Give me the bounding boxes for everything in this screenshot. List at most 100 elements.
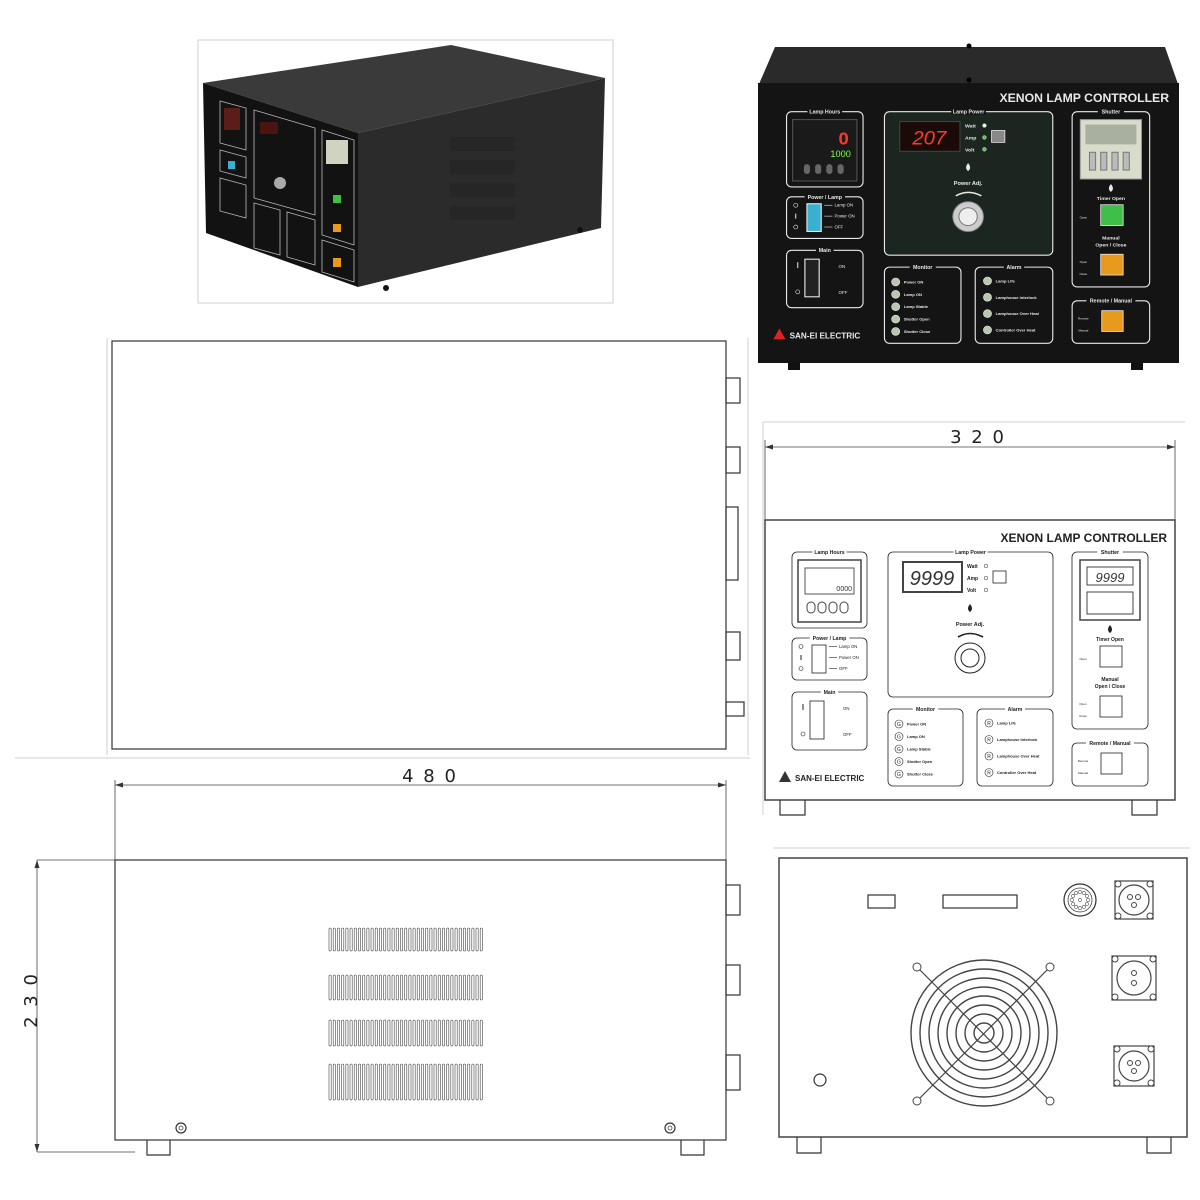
vent-slot — [408, 974, 412, 1001]
fan-guard-ring — [928, 977, 1040, 1089]
vent-slot — [437, 1019, 441, 1047]
power-lamp-group-label: Power / Lamp — [813, 636, 847, 642]
vent-slot — [442, 1019, 445, 1047]
side-view-outline — [114, 859, 727, 1141]
monitor-item-label: Power ON — [907, 722, 926, 727]
vent-slot — [366, 927, 370, 952]
hour-meter — [792, 119, 858, 182]
alarm-led — [984, 718, 994, 728]
vent-slot — [374, 1063, 378, 1101]
vent-slot — [479, 1019, 483, 1047]
vent-slot — [358, 1063, 361, 1101]
timer-open-label: Timer Open — [1096, 637, 1124, 643]
drop-icon — [1108, 183, 1113, 192]
foot — [1131, 800, 1158, 816]
vent-slot — [425, 1019, 429, 1047]
monitor-item-label: Shutter Open — [907, 759, 933, 764]
connector-pin — [1082, 891, 1086, 895]
power-lamp-group-label-bg — [809, 635, 850, 641]
mode-label: Volt — [965, 147, 975, 153]
hour-meter-key — [826, 164, 833, 175]
lamp-hours-group-label-bg — [807, 108, 843, 115]
socket-body — [1118, 884, 1150, 916]
vent-slot — [463, 1063, 466, 1101]
socket-screw-hole — [1113, 1045, 1121, 1053]
vent-slot — [400, 1019, 403, 1047]
led-color-letter: R — [987, 738, 991, 744]
round-multi-pin-connector — [1063, 883, 1097, 917]
vent-slot — [421, 1019, 424, 1047]
vent-slot — [450, 1019, 454, 1047]
hour-meter-lcd — [804, 567, 855, 595]
connector-pin — [1071, 902, 1075, 906]
socket-pin — [1127, 894, 1133, 900]
drop-icon — [968, 604, 972, 612]
vent-slot — [442, 927, 445, 952]
power-lamp-group-label: Power / Lamp — [808, 195, 842, 201]
vent-slot — [458, 927, 462, 952]
vent-slot — [353, 974, 357, 1001]
hour-meter-key — [803, 164, 810, 175]
hour-meter-key — [828, 601, 838, 614]
remote-manual-button — [1100, 752, 1123, 775]
shutter-timer — [1079, 559, 1141, 621]
vent-slot — [332, 927, 336, 952]
alarm-item-label: Lamp Life — [997, 721, 1017, 726]
vent-slot — [345, 974, 349, 1001]
vent-slot — [341, 974, 345, 1001]
monitor-led — [891, 277, 901, 287]
vent-slot — [383, 1019, 387, 1047]
remote-manual-group-label: Remote / Manual — [1089, 741, 1131, 747]
alarm-led — [983, 276, 992, 286]
fan-mount-hole — [912, 962, 922, 972]
vent-slot — [370, 974, 374, 1001]
socket-flange — [1113, 1045, 1155, 1087]
screw — [178, 1125, 184, 1131]
hour-meter-setpoint: 1000 — [830, 149, 850, 159]
vent-slot — [383, 974, 387, 1001]
knob-outline — [725, 377, 741, 404]
vent-slot — [446, 974, 450, 1001]
vent-slot — [358, 927, 361, 952]
socket-screw-hole — [1146, 880, 1154, 888]
vent-slot — [425, 927, 429, 952]
led-color-letter: G — [897, 735, 901, 741]
vent-slot — [479, 974, 483, 1001]
vent-slot — [353, 927, 357, 952]
socket-pin — [1135, 894, 1141, 900]
vent-slot — [395, 974, 399, 1001]
brand-name: SAN-EI ELECTRIC — [795, 774, 865, 783]
foot — [796, 1137, 822, 1154]
knob-outline — [725, 446, 741, 474]
vent-slot — [395, 1019, 399, 1047]
socket-pin — [1131, 980, 1137, 986]
screw — [664, 1122, 676, 1134]
drop-icon — [1108, 625, 1112, 633]
vent-slot — [429, 974, 433, 1001]
vent-slot — [479, 1063, 483, 1101]
main-switch-group-label-bg — [820, 689, 839, 695]
main-switch — [809, 700, 825, 740]
brand-name: SAN-EI ELECTRIC — [790, 331, 861, 340]
led-color-letter: G — [897, 722, 901, 728]
vent-slot — [446, 1063, 450, 1101]
monitor-item-label: Lamp Stable — [907, 747, 932, 752]
screw — [667, 1125, 673, 1131]
vent-slot — [345, 1063, 349, 1101]
socket-screw-hole — [1146, 912, 1154, 920]
vent-slot — [408, 927, 412, 952]
socket-screw-hole — [1149, 955, 1157, 963]
vent-slot — [362, 974, 366, 1001]
power-adj-knob — [954, 642, 986, 674]
vent-slot — [400, 974, 403, 1001]
knob-center — [960, 648, 980, 668]
vent-slot — [416, 1019, 420, 1047]
remote-manual-group-label: Remote / Manual — [1090, 299, 1133, 305]
drop-icon — [966, 163, 971, 172]
lamp-power-group-label-bg — [951, 108, 986, 115]
vent-slot — [437, 1063, 441, 1101]
